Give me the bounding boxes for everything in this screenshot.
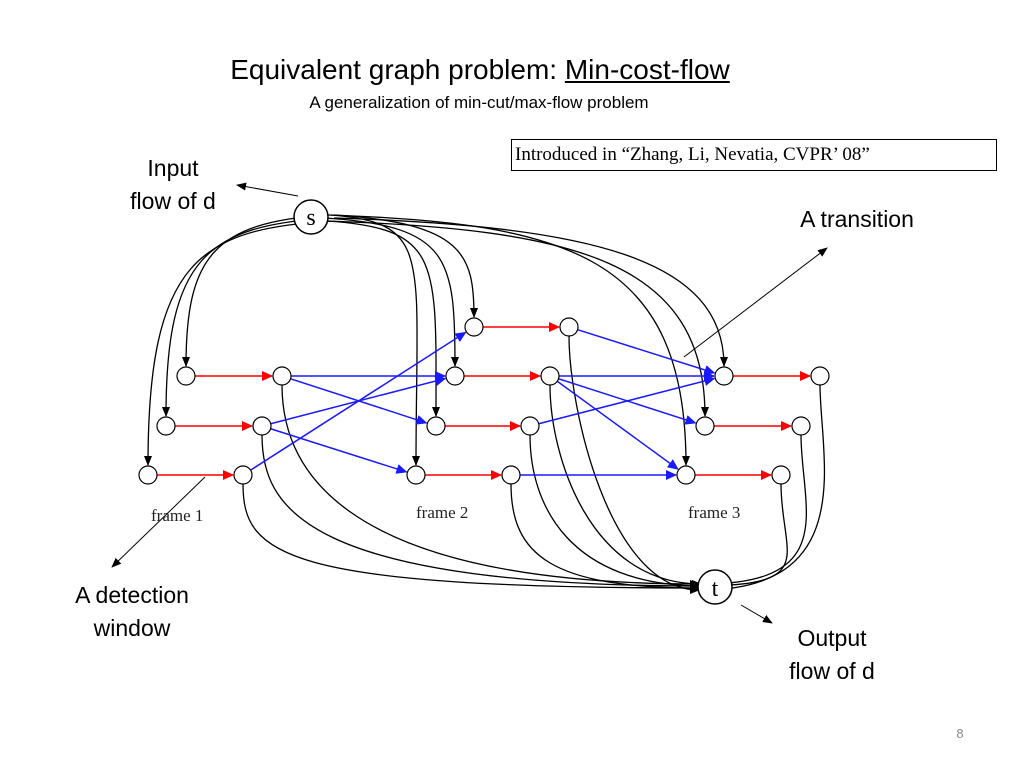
- detection-node: [540, 366, 560, 386]
- detection-node: [559, 317, 579, 337]
- detection-node: [501, 465, 521, 485]
- detection-node: [406, 465, 426, 485]
- slide-title: Equivalent graph problem: Min-cost-flow: [0, 54, 960, 86]
- transition-callout-arrow: [683, 247, 828, 358]
- slide-subtitle: A generalization of min-cut/max-flow pro…: [309, 93, 649, 112]
- sink-flow-edge: [242, 483, 704, 592]
- sink-flow-edge: [261, 434, 702, 590]
- detection-node: [791, 416, 811, 436]
- detection-node: [771, 465, 791, 485]
- sink-flow-edge: [529, 434, 704, 590]
- detection-node: [252, 416, 272, 436]
- output-flow-label-line2: flow of d: [789, 658, 875, 684]
- sink-node: [697, 569, 733, 605]
- frame-2-label: frame 2: [416, 503, 468, 522]
- detection-node: [810, 366, 830, 386]
- source-flow-edge: [182, 214, 326, 367]
- detection-node: [520, 416, 540, 436]
- sink-flow-edge: [700, 384, 826, 594]
- sink-flow-edge: [702, 434, 807, 588]
- source-flow-edge: [333, 217, 728, 367]
- detection-window-label-line1: A detection: [75, 582, 189, 608]
- sink-flow-edge: [549, 384, 702, 588]
- source-flow-edge: [162, 217, 329, 417]
- input-flow-label-line2: flow of d: [130, 188, 216, 214]
- input-flow-label-line1: Input: [147, 155, 199, 181]
- sink-flow-edge: [568, 335, 700, 594]
- graph-nodes: [138, 317, 830, 485]
- title-prefix: Equivalent graph problem:: [230, 54, 565, 85]
- input-callout-arrow: [236, 182, 299, 197]
- output-callout-arrow: [740, 604, 773, 624]
- detection-node: [464, 317, 484, 337]
- citation-reference: “Zhang, Li, Nevatia, CVPR’ 08”: [621, 144, 870, 165]
- detection-node: [176, 366, 196, 386]
- transition-edge: [577, 328, 716, 375]
- transition-edge: [270, 428, 408, 474]
- detection-window-label-line2: window: [93, 615, 171, 641]
- callout-arrows: [111, 182, 828, 624]
- source-flow-edge: [330, 214, 421, 466]
- detection-node: [714, 366, 734, 386]
- source-flow-edge: [144, 220, 332, 466]
- transition-label: A transition: [800, 206, 914, 232]
- source-flow-edge: [327, 220, 441, 417]
- detection-node: [676, 465, 696, 485]
- detection-edges: [157, 322, 811, 480]
- detection-node: [233, 465, 253, 485]
- input-flow-label: Input flow of d: [113, 152, 233, 218]
- citation-box: Introduced in “Zhang, Li, Nevatia, CVPR’…: [511, 139, 997, 171]
- sink-flow-edge: [698, 483, 788, 590]
- source-node: [293, 199, 329, 235]
- output-flow-label-line1: Output: [797, 625, 867, 651]
- transition-edge: [538, 376, 716, 425]
- output-flow-label: Output flow of d: [762, 622, 902, 688]
- detection-window-label: A detection window: [52, 579, 212, 645]
- transition-edges: [250, 328, 716, 480]
- source-flow-edge: [327, 214, 690, 466]
- frame-1-label: frame 1: [151, 506, 203, 525]
- transition-edge: [556, 380, 679, 470]
- detection-node: [272, 366, 292, 386]
- transition-edge: [250, 331, 467, 471]
- frame-3-label: frame 3: [688, 503, 740, 522]
- sink-node-label: t: [712, 576, 719, 602]
- detection-node: [445, 366, 465, 386]
- detection-node: [156, 416, 176, 436]
- detection-node: [426, 416, 446, 436]
- source-flow-edge: [324, 220, 709, 417]
- sink-flow-edge: [510, 483, 700, 592]
- citation-prefix: Introduced in: [515, 144, 622, 165]
- sink-flow-edge: [281, 384, 700, 588]
- page-number: 8: [956, 726, 964, 741]
- title-link: Min-cost-flow: [564, 54, 730, 85]
- detection-node: [138, 465, 158, 485]
- detection-node: [695, 416, 715, 436]
- source-node-label: s: [306, 205, 315, 231]
- detection-callout-arrow: [111, 476, 206, 568]
- flow-edges: [144, 214, 826, 594]
